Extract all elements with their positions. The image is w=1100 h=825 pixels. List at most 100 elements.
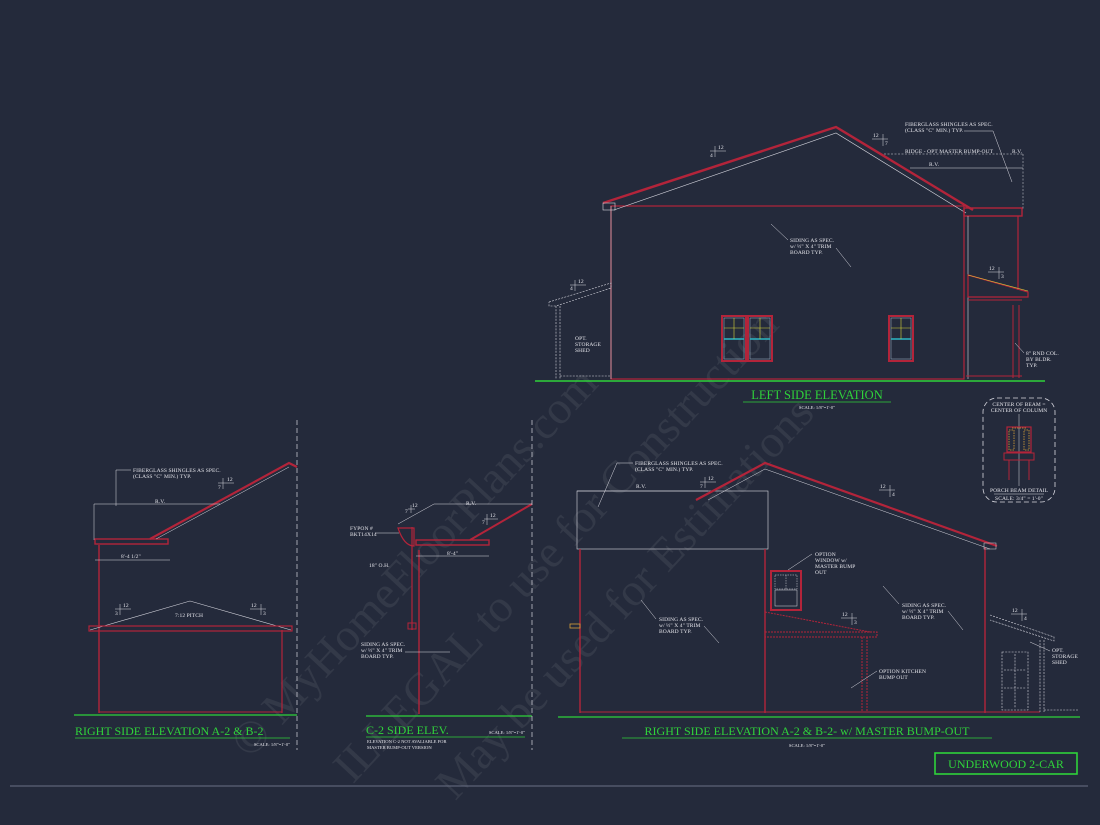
svg-text:R.V.: R.V.: [466, 501, 477, 507]
svg-text:BOARD TYP.: BOARD TYP.: [659, 629, 692, 635]
svg-text:TYP.: TYP.: [1026, 363, 1038, 369]
svg-text:12: 12: [873, 133, 879, 139]
main-roof: [602, 125, 974, 212]
svg-text:OPTION: OPTION: [815, 552, 836, 558]
svg-text:SHED: SHED: [1052, 660, 1067, 666]
plan-name: UNDERWOOD 2-CAR: [948, 757, 1064, 771]
left-elevation-notes: FIBERGLASS SHINGLES AS SPEC. (CLASS "C" …: [575, 122, 1059, 369]
right-elevation-scale: SCALE: 1/8"=1'-0": [254, 742, 290, 747]
optional-storage-shed: [989, 614, 1078, 712]
svg-text:4: 4: [1024, 616, 1027, 622]
svg-text:R.V.: R.V.: [1012, 149, 1023, 155]
svg-text:FIBERGLASS SHINGLES AS SPEC.: FIBERGLASS SHINGLES AS SPEC.: [133, 468, 221, 474]
bumpout-elevation-scale: SCALE: 1/8"=1'-0": [789, 743, 825, 748]
svg-text:R.V.: R.V.: [155, 499, 166, 505]
svg-text:12: 12: [1012, 608, 1018, 614]
svg-text:4: 4: [570, 286, 573, 292]
right-side-bumpout-elevation: FIBERGLASS SHINGLES AS SPEC. (CLASS "C" …: [558, 461, 1080, 748]
svg-text:3: 3: [854, 620, 857, 626]
svg-text:4: 4: [710, 153, 713, 159]
svg-text:BKT14X14: BKT14X14: [350, 532, 377, 538]
c2-elevation-title: C-2 SIDE ELEV.: [366, 723, 449, 737]
right-elevation-title: RIGHT SIDE ELEVATION A-2 & B-2: [75, 724, 264, 738]
svg-text:STORAGE: STORAGE: [1052, 654, 1079, 660]
left-side-elevation: 12 4 12 7 12 4 12 3 FIBERGLASS SHINGLES AS S…: [535, 122, 1059, 410]
svg-text:MASTER BUMP-OUT VERSION: MASTER BUMP-OUT VERSION: [367, 745, 432, 750]
svg-text:12: 12: [251, 603, 257, 609]
svg-text:CENTER OF BEAM =: CENTER OF BEAM =: [992, 402, 1045, 408]
left-elevation-scale: SCALE: 1/8"=1'-0": [799, 405, 835, 410]
svg-text:OPT.: OPT.: [1052, 648, 1064, 654]
svg-text:12: 12: [578, 279, 584, 285]
svg-text:3: 3: [1001, 274, 1004, 280]
svg-text:BY BLDR.: BY BLDR.: [1026, 357, 1052, 363]
c2-availability-note: ELEVATION C-2 NOT AVALIABLE FOR: [367, 739, 447, 744]
right-side-elevation: FIBERGLASS SHINGLES AS SPEC. (CLASS "C" …: [74, 420, 298, 750]
svg-text:(CLASS "C" MIN.) TYP.: (CLASS "C" MIN.) TYP.: [905, 127, 964, 134]
svg-text:12: 12: [989, 266, 995, 272]
svg-text:PORCH BEAM DETAIL: PORCH BEAM DETAIL: [990, 488, 1049, 494]
svg-text:12: 12: [412, 503, 418, 509]
svg-text:BUMP OUT: BUMP OUT: [879, 675, 908, 681]
svg-text:12: 12: [708, 476, 714, 482]
svg-text:BOARD TYP.: BOARD TYP.: [790, 250, 823, 256]
svg-text:7: 7: [218, 485, 221, 491]
svg-text:OUT: OUT: [815, 570, 827, 576]
svg-text:7: 7: [885, 141, 888, 147]
note-round-column: 8" RND COL.: [1026, 351, 1059, 357]
svg-text:BOARD TYP.: BOARD TYP.: [902, 615, 935, 621]
svg-text:OPTION KITCHEN: OPTION KITCHEN: [879, 669, 926, 675]
svg-text:FYPON #: FYPON #: [350, 526, 373, 532]
svg-text:BOARD TYP.: BOARD TYP.: [361, 654, 394, 660]
pitch-symbols: 12 4 12 7 12 4 12 3: [570, 133, 1004, 292]
svg-text:SHED: SHED: [575, 348, 590, 354]
svg-text:3: 3: [115, 611, 118, 617]
c2-elevation-scale: SCALE: 1/8"=1'-0": [489, 730, 525, 735]
note-shingles: FIBERGLASS SHINGLES AS SPEC.: [905, 122, 993, 128]
svg-text:w/ ½" X 4" TRIM: w/ ½" X 4" TRIM: [790, 243, 832, 250]
note-storage-shed: OPT.: [575, 336, 587, 342]
svg-text:SCALE: 3/4" = 1'-0": SCALE: 3/4" = 1'-0": [995, 496, 1043, 502]
svg-text:7: 7: [482, 520, 485, 526]
porch-beam-detail: CENTER OF BEAM = CENTER OF COLUMN PORCH …: [982, 397, 1056, 503]
optional-storage-shed: [548, 282, 612, 379]
svg-text:7: 7: [700, 484, 703, 490]
plan-name-box: [934, 752, 1078, 775]
note-ridge: RIDGE - OPT MASTER BUMP-OUT: [905, 149, 994, 155]
svg-text:12: 12: [880, 484, 886, 490]
window-pair: [721, 315, 773, 362]
svg-text:18" O.H.: 18" O.H.: [369, 563, 390, 569]
svg-text:R.V.: R.V.: [929, 162, 940, 168]
svg-text:SIDING AS SPEC.: SIDING AS SPEC.: [659, 617, 704, 623]
svg-text:8'-4": 8'-4": [447, 551, 458, 557]
window-single: [888, 315, 914, 362]
svg-text:SIDING AS SPEC.: SIDING AS SPEC.: [902, 603, 947, 609]
svg-text:(CLASS "C" MIN.) TYP.: (CLASS "C" MIN.) TYP.: [635, 466, 694, 473]
svg-text:12: 12: [842, 612, 848, 618]
svg-text:8'-4 1/2": 8'-4 1/2": [121, 554, 141, 560]
left-elevation-title: LEFT SIDE ELEVATION: [751, 388, 882, 402]
svg-text:12: 12: [123, 603, 129, 609]
svg-text:12: 12: [718, 145, 724, 151]
svg-text:FIBERGLASS SHINGLES AS SPEC.: FIBERGLASS SHINGLES AS SPEC.: [635, 461, 723, 467]
svg-text:w/ ½" X 4" TRIM: w/ ½" X 4" TRIM: [659, 622, 701, 629]
svg-text:MASTER BUMP: MASTER BUMP: [815, 564, 855, 570]
svg-text:w/ ½" X 4" TRIM: w/ ½" X 4" TRIM: [902, 608, 944, 615]
svg-text:STORAGE: STORAGE: [575, 342, 602, 348]
svg-text:12: 12: [490, 513, 496, 519]
bumpout-elevation-title: RIGHT SIDE ELEVATION A-2 & B-2- w/ MASTE…: [645, 724, 971, 738]
svg-text:3: 3: [263, 611, 266, 617]
svg-text:R.V.: R.V.: [636, 484, 647, 490]
c2-side-elevation: R.V. FYPON # BKT14X14 18" O.H. 8'-4" SID…: [350, 420, 533, 750]
svg-text:4: 4: [892, 492, 895, 498]
note-siding: SIDING AS SPEC.: [790, 238, 835, 244]
svg-text:(CLASS "C" MIN.) TYP.: (CLASS "C" MIN.) TYP.: [133, 473, 192, 480]
svg-text:7:12 PITCH: 7:12 PITCH: [175, 613, 203, 619]
svg-text:12: 12: [227, 477, 233, 483]
svg-text:CENTER OF COLUMN: CENTER OF COLUMN: [991, 408, 1048, 414]
svg-text:WINDOW w/: WINDOW w/: [815, 558, 847, 564]
svg-text:w/ ½" X 4" TRIM: w/ ½" X 4" TRIM: [361, 647, 403, 654]
title-block: UNDERWOOD 2-CAR: [934, 752, 1078, 775]
svg-text:SIDING AS SPEC.: SIDING AS SPEC.: [361, 642, 406, 648]
